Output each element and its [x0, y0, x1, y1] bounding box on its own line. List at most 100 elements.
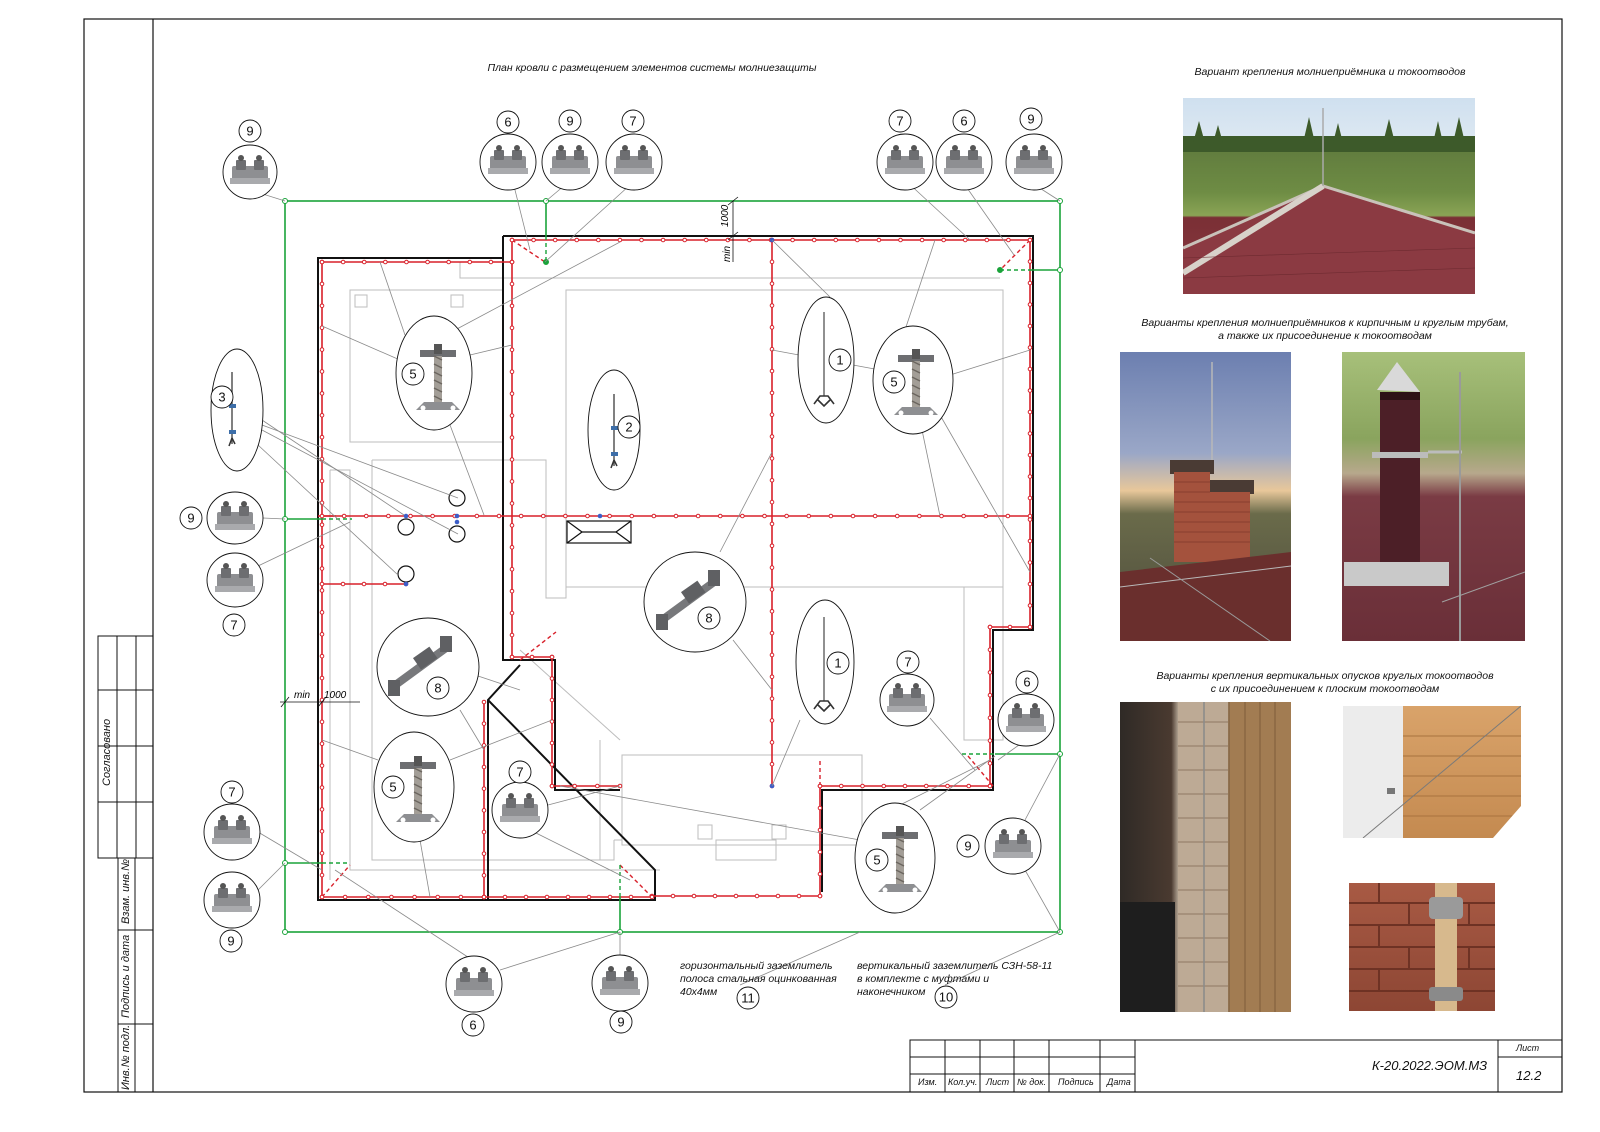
photo-title-downlead-1: Варианты крепления вертикальных опусков … — [1156, 670, 1494, 682]
callout-circle-support-5b — [882, 370, 906, 394]
conductor-node — [509, 369, 515, 375]
conductor-node — [1027, 345, 1033, 350]
conductor-node — [518, 513, 524, 519]
callout-number-bottom-9: 9 — [617, 1015, 624, 1030]
conductor-node — [549, 654, 555, 660]
callout-number-bottom-left-9: 9 — [227, 934, 234, 949]
conductor-node — [586, 894, 592, 900]
callout-circle-right-6 — [1015, 670, 1039, 694]
conductor-node — [670, 893, 676, 899]
conductor-node — [769, 477, 775, 483]
conductor-node — [769, 412, 775, 418]
conductor-node — [961, 513, 966, 519]
conductor-node — [817, 827, 823, 833]
conductor-node — [987, 624, 993, 630]
conductor-node — [319, 872, 325, 878]
conductor-node — [540, 513, 546, 519]
conductor-node — [319, 522, 325, 528]
conductor-node — [509, 632, 515, 638]
callout-number-right-6: 6 — [1023, 675, 1030, 690]
conductor-node — [740, 513, 745, 519]
callout-number-mid-7: 7 — [516, 765, 523, 780]
conductor-node — [481, 829, 487, 835]
conductor-node — [1006, 237, 1011, 243]
conductor-node — [319, 675, 325, 681]
conductor-node — [529, 654, 535, 660]
conductor-node — [404, 259, 409, 265]
conductor-node — [1027, 366, 1033, 372]
sheet-label: Лист — [1516, 1043, 1540, 1053]
conductor-node — [383, 259, 388, 265]
note-11-line-1: горизонтальный заземлитель — [680, 960, 833, 972]
conductor-node — [509, 457, 515, 462]
conductor-node — [769, 761, 775, 767]
conductor-node — [1027, 409, 1033, 415]
conductor-node — [607, 894, 613, 900]
note-11-line-2: полоса стальная оцинкованная — [680, 973, 837, 985]
conductor-node — [386, 513, 391, 519]
conductor-node — [983, 513, 989, 519]
conductor-node — [769, 608, 775, 614]
callout-number-top-right-9: 9 — [1027, 112, 1034, 127]
conductor-node — [682, 237, 687, 243]
callout-number-top-left-9: 9 — [246, 124, 253, 139]
sheet-number: 12.2 — [1516, 1068, 1542, 1083]
photo-stone-column — [1120, 702, 1291, 1012]
conductor-node — [691, 893, 697, 899]
conductor-node — [828, 513, 834, 519]
side-stamp-table — [97, 635, 154, 1093]
conductor-node — [319, 807, 325, 812]
callout-number-top-mid-7: 7 — [629, 114, 636, 129]
skylight — [566, 520, 632, 544]
conductor-node — [817, 871, 823, 877]
conductor-node — [361, 581, 367, 587]
callout-circle-top-mid-6 — [496, 110, 520, 134]
conductor-node — [531, 237, 536, 243]
conductor-node — [523, 894, 529, 900]
conductor-node — [509, 501, 515, 506]
conductor-node — [1027, 560, 1033, 565]
conductor-node — [769, 368, 775, 374]
conductor-node — [817, 849, 823, 855]
conductor-node — [319, 581, 325, 587]
conductor-node — [425, 259, 430, 265]
conductor-node — [769, 499, 775, 505]
conductor-node — [1027, 474, 1033, 479]
conductor-node — [509, 435, 515, 440]
conductor-node — [509, 654, 515, 660]
conductor-node — [474, 513, 480, 519]
conductor-node — [769, 259, 775, 265]
conductor-node — [408, 513, 413, 519]
callout-number-n10: 10 — [939, 990, 953, 1005]
conductor-node — [481, 808, 487, 813]
callout-number-n11: 11 — [741, 991, 755, 1006]
callout-circle-bottom-left-7 — [220, 780, 244, 804]
conductor-node — [585, 513, 590, 519]
conductor-node — [1027, 452, 1033, 458]
conductor-node — [481, 786, 487, 791]
conductor-node — [1027, 259, 1033, 264]
conductor-node — [703, 237, 709, 243]
callout-circle-top-left-9 — [238, 119, 262, 143]
callout-circle-bottom-9 — [609, 1010, 633, 1034]
tb-col-doc: № док. — [1017, 1077, 1046, 1087]
note-10-line-1: вертикальный заземлитель СЗН-58-11 — [857, 960, 1053, 972]
callout-number-top-right-7: 7 — [896, 114, 903, 129]
conductor-node — [361, 259, 367, 265]
conductor-node — [894, 513, 900, 519]
conductor-node — [673, 513, 679, 519]
callout-circle-top-right-6 — [952, 109, 976, 133]
side-stamp-inv: Инв.№ подл. — [120, 1024, 132, 1090]
conductor-node — [769, 390, 775, 396]
conductor-node — [319, 369, 325, 374]
side-stamp-agreed: Согласовано — [101, 718, 113, 786]
conductor-node — [509, 237, 515, 243]
conductor-node — [319, 894, 325, 900]
conductor-node — [762, 513, 767, 519]
conductor-node — [966, 783, 972, 789]
dim-left-min: min — [294, 690, 311, 701]
callout-number-rod-3: 3 — [218, 390, 225, 405]
photo-eave-soffit — [1343, 706, 1521, 838]
conductor-node — [1027, 495, 1033, 501]
